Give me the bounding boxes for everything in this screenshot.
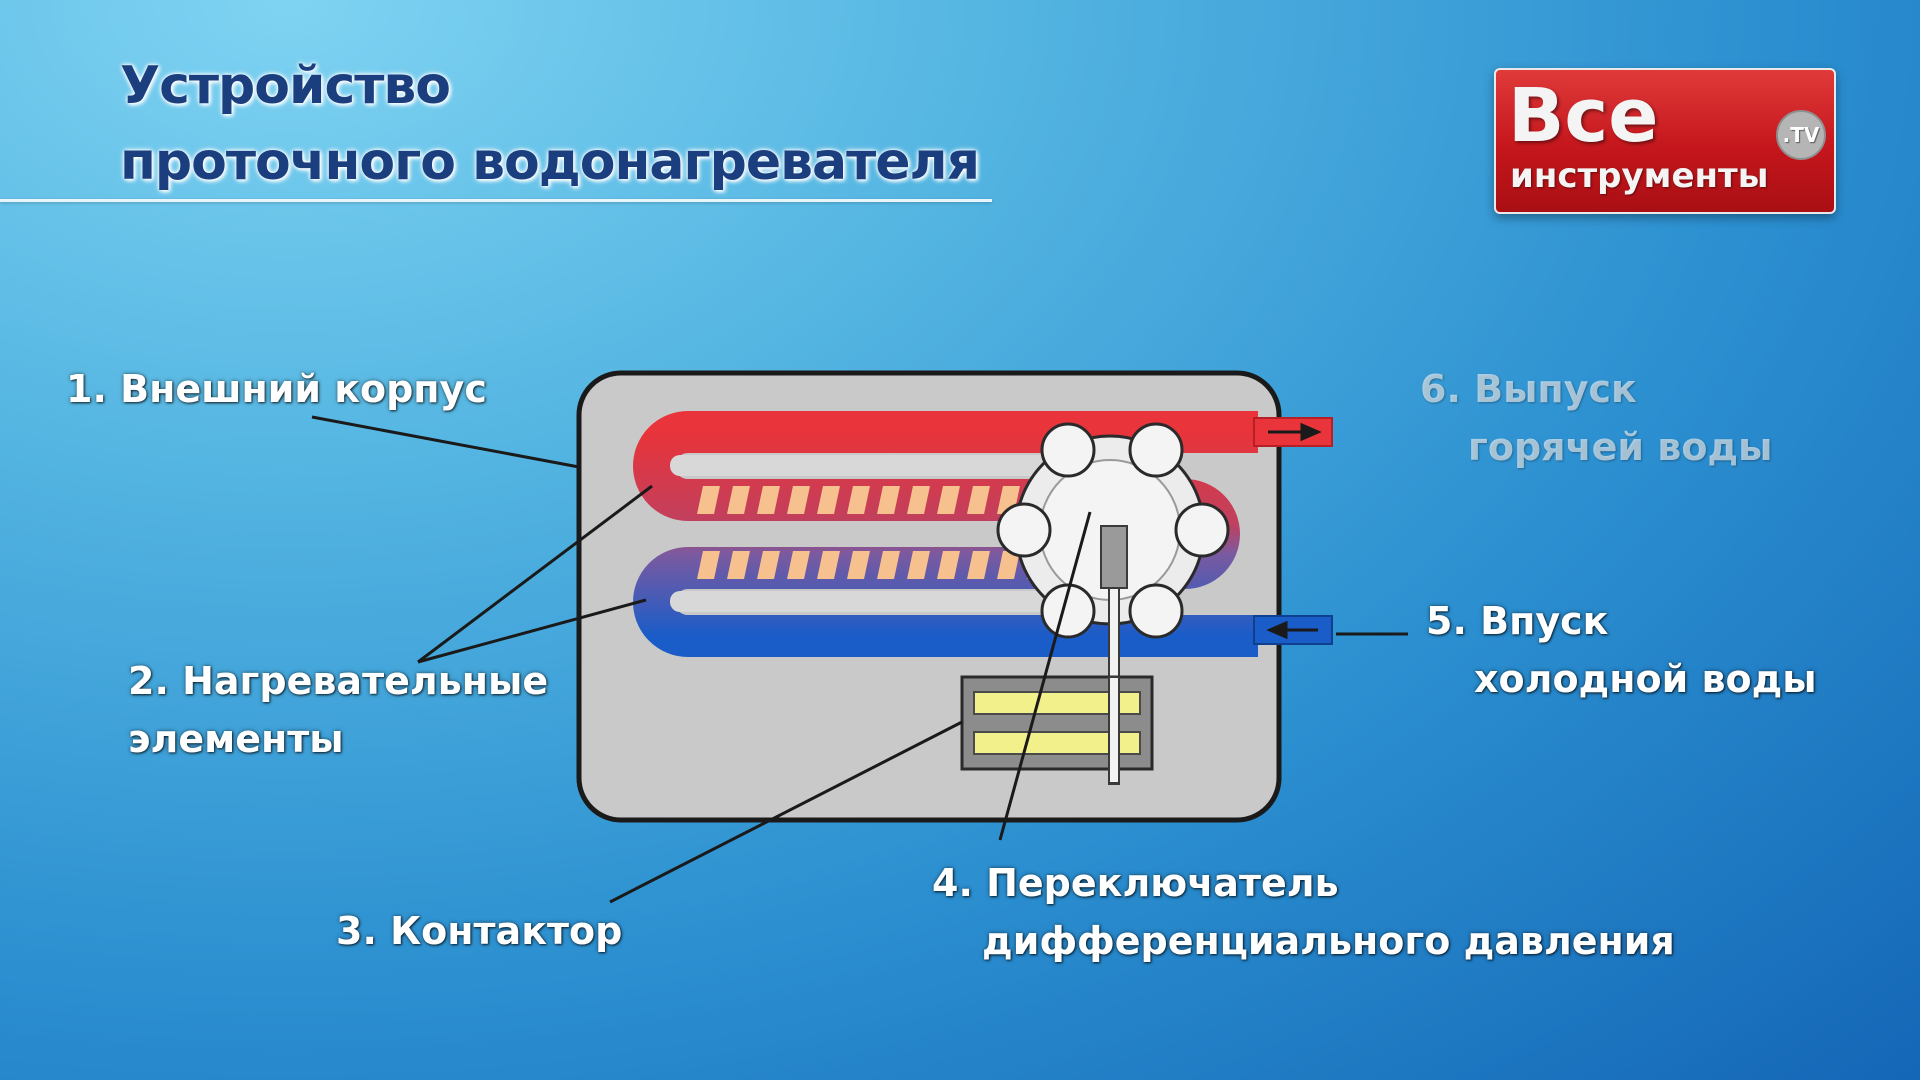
coil-channel-upper xyxy=(670,455,1070,476)
leader-switch xyxy=(998,511,1092,841)
cold-inlet-arrow xyxy=(1266,620,1318,640)
logo-sub-text: инструменты xyxy=(1510,156,1769,196)
heater-segment xyxy=(787,486,810,514)
label-contactor-text: 3. Контактор xyxy=(336,909,623,953)
page-title: Устройство проточного водонагревателя xyxy=(120,48,980,200)
pressure-switch xyxy=(996,422,1230,785)
label-outer-housing-text: 1. Внешний корпус xyxy=(66,367,487,411)
label-heating-elements: 2. Нагревательные элементы xyxy=(80,652,548,768)
heater-segment xyxy=(967,486,990,514)
leader-lines xyxy=(311,415,1408,904)
label-switch-line-1: 4. Переключатель xyxy=(932,861,1339,905)
heater-segment xyxy=(757,551,780,579)
heater-segment xyxy=(967,551,990,579)
heater-segment xyxy=(907,551,930,579)
heater-segment xyxy=(997,551,1020,579)
heater-segment xyxy=(727,551,750,579)
heater-segment xyxy=(877,486,900,514)
heater-segment xyxy=(817,486,840,514)
leader-heating-upper xyxy=(417,484,653,664)
leader-heating-lower xyxy=(417,598,647,664)
label-outlet-line-1: 6. Выпуск xyxy=(1420,367,1637,411)
label-outlet-line-2: горячей воды xyxy=(1468,425,1773,469)
coil-channel-lower xyxy=(670,591,1070,612)
heater-segment xyxy=(757,486,780,514)
heater-segment xyxy=(847,486,870,514)
label-heating-line-1: 2. Нагревательные xyxy=(128,659,549,703)
logo-main-text: Все xyxy=(1508,73,1659,159)
heater-segment xyxy=(787,551,810,579)
label-inlet-line-2: холодной воды xyxy=(1474,657,1817,701)
label-heating-line-2: элементы xyxy=(128,717,344,761)
label-cold-inlet: 5. Впуск холодной воды xyxy=(1426,592,1817,708)
label-switch-line-2: дифференциального давления xyxy=(982,919,1675,963)
heater-segment xyxy=(847,551,870,579)
label-inlet-line-1: 5. Впуск xyxy=(1426,599,1609,643)
heater-segment xyxy=(727,486,750,514)
heater-segment xyxy=(697,486,720,514)
label-pressure-switch: 4. Переключатель дифференциального давле… xyxy=(932,854,1675,970)
heater-segment xyxy=(907,486,930,514)
leader-housing xyxy=(311,415,580,469)
heater-segment xyxy=(877,551,900,579)
title-line-1: Устройство xyxy=(120,56,451,116)
heater-segment xyxy=(817,551,840,579)
title-line-2: проточного водонагревателя xyxy=(120,132,980,192)
title-underline xyxy=(0,199,992,202)
label-hot-outlet: 6. Выпуск горячей воды xyxy=(1420,360,1772,476)
hot-outlet-arrow xyxy=(1268,422,1322,442)
label-outer-housing: 1. Внешний корпус xyxy=(66,360,487,418)
leader-contactor xyxy=(609,720,963,904)
label-contactor: 3. Контактор xyxy=(336,902,622,960)
logo-tv-badge: .TV xyxy=(1776,110,1826,160)
heater-segment xyxy=(937,486,960,514)
brand-logo: Все инструменты .TV xyxy=(1494,68,1836,214)
contactor-block xyxy=(960,675,1154,784)
heater-segment xyxy=(937,551,960,579)
heater-segment xyxy=(697,551,720,579)
